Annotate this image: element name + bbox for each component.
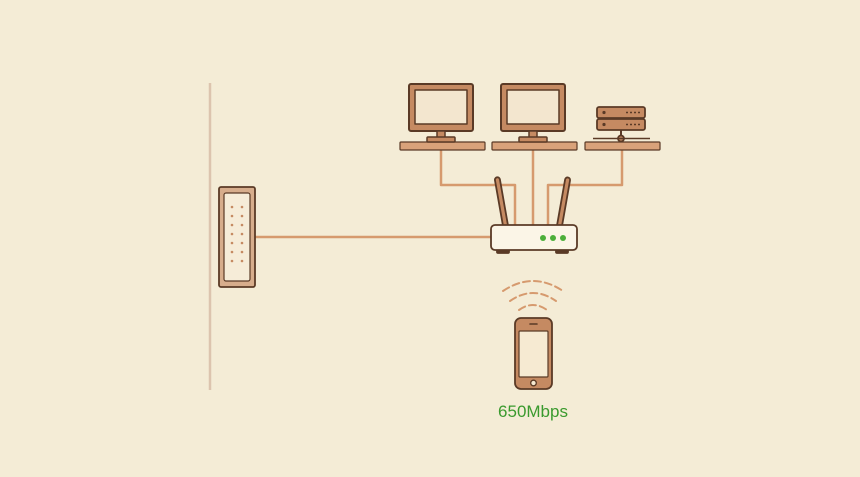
server-icon [593, 106, 650, 143]
cables [252, 148, 624, 239]
wifi-signal-icon [502, 280, 564, 311]
shelf-2 [491, 141, 578, 151]
cable-server [546, 148, 624, 228]
wall-outlet-icon [218, 186, 256, 288]
status-leds [540, 235, 566, 241]
shelf-3 [584, 141, 661, 151]
cable-computer-1 [439, 148, 517, 228]
shelves [399, 141, 661, 151]
monitor-icon [408, 83, 474, 143]
wifi-speed-label: 650Mbps [498, 402, 568, 421]
monitor-icon [500, 83, 566, 143]
router-icon [490, 176, 578, 254]
shelf-1 [399, 141, 486, 151]
smartphone-icon [514, 317, 553, 390]
